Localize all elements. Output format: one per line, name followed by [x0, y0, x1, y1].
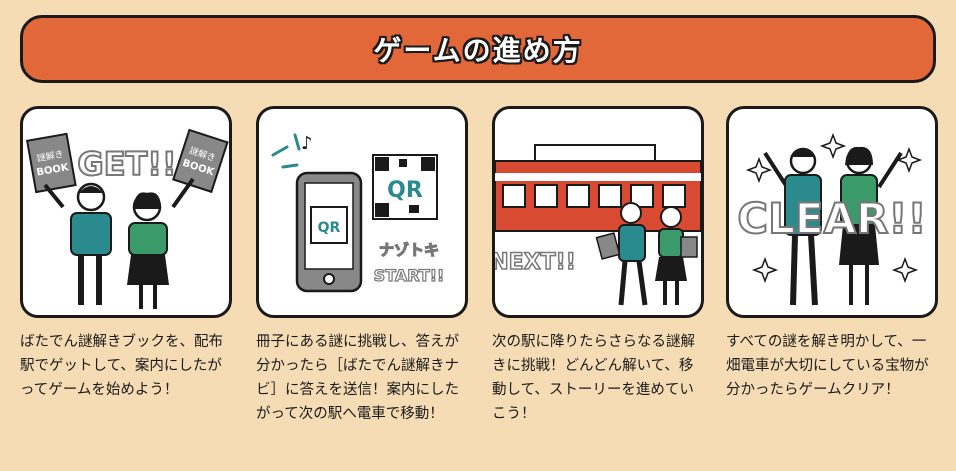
step-illustration-next: NEXT!! — [492, 106, 704, 318]
train-icon — [495, 144, 701, 232]
qr-label: QR — [387, 178, 423, 203]
nazotoki-label: ナゾトキ — [379, 241, 439, 259]
step-clear: CLEAR!! すべての謎を解き明かして、一畑電車が大切にしている宝物が分かった… — [726, 106, 938, 402]
clear-illustration: CLEAR!! — [736, 132, 928, 306]
step-get-description: ばたでん謎解きブックを、配布駅でゲットして、案内にしたがってゲームを始めよう！ — [20, 334, 223, 398]
step-start-description: 冊子にある謎に挑戦し、答えが分かったら［ばたでん謎解きナビ］に答えを送信！案内に… — [256, 334, 459, 422]
step-illustration-clear: CLEAR!! — [726, 106, 938, 318]
next-illustration: NEXT!! — [495, 144, 701, 306]
get-text: GET!! — [77, 145, 176, 183]
title-banner: ゲームの進め方 — [20, 15, 936, 83]
start-illustration: ♪ QR QR ナゾトキ START!! — [271, 133, 445, 293]
step-clear-description: すべての謎を解き明かして、一畑電車が大切にしている宝物が分かったらゲームクリア！ — [726, 334, 929, 398]
book-left-icon: 謎解き BOOK — [25, 132, 77, 194]
book-right-icon: 謎解き BOOK — [172, 128, 229, 194]
step-illustration-start: ♪ QR QR ナゾトキ START!! — [256, 106, 468, 318]
phone-qr-label: QR — [318, 220, 341, 236]
svg-text:♪: ♪ — [301, 133, 313, 154]
step-next-description: 次の駅に降りたらさらなる謎解きに挑戦！どんどん解いて、移動して、ストーリーを進め… — [492, 334, 695, 422]
start-label: START!! — [374, 266, 445, 285]
step-get: 謎解き BOOK 謎解き BOOK GET!! — [20, 106, 232, 402]
clear-text: CLEAR!! — [737, 194, 926, 243]
step-illustration-get: 謎解き BOOK 謎解き BOOK GET!! — [20, 106, 232, 318]
step-start: ♪ QR QR ナゾトキ START!! 冊子にある謎に挑戦し、答えが分かったら… — [256, 106, 468, 426]
page-title: ゲームの進め方 — [373, 34, 583, 67]
step-next: NEXT!! 次の駅に降りたらさらなる謎解きに挑戦！どんどん解いて、移動して、ス… — [492, 106, 704, 426]
get-illustration: 謎解き BOOK 謎解き BOOK GET!! — [25, 128, 229, 309]
next-text: NEXT!! — [495, 250, 576, 275]
sparkle-icon — [745, 132, 923, 284]
qr-code-icon — [372, 154, 438, 220]
